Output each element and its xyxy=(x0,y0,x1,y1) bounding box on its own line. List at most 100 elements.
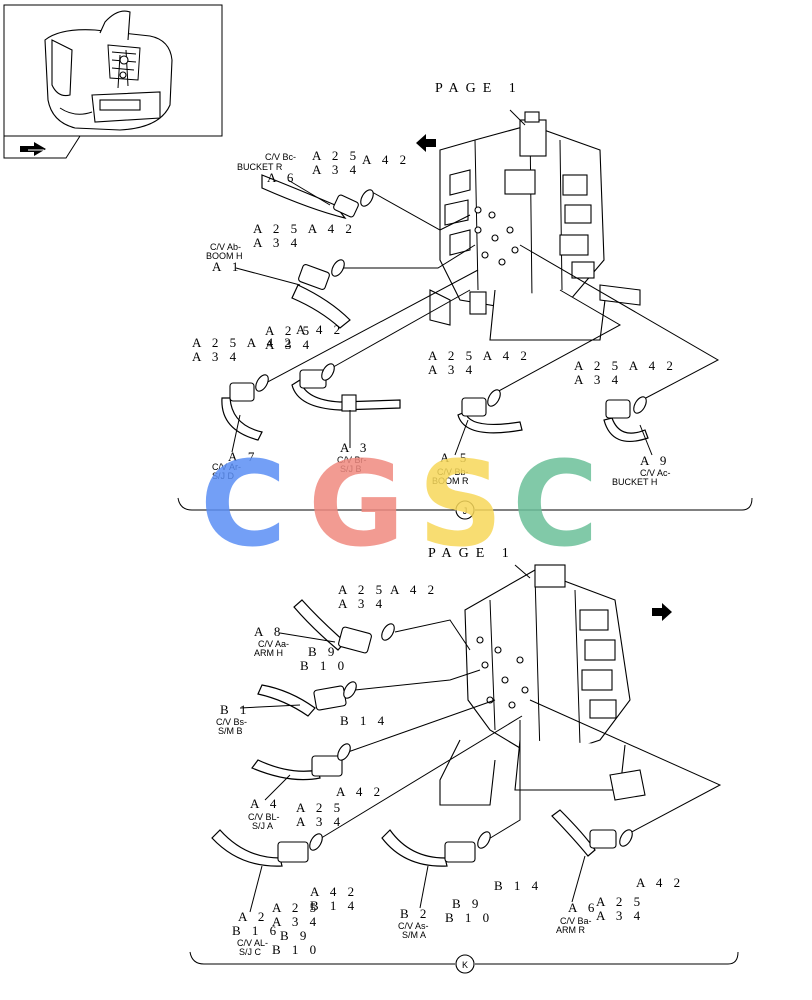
svg-text:S/J D: S/J D xyxy=(212,471,235,481)
hose-a2 xyxy=(211,829,323,867)
svg-text:A 3 4: A 3 4 xyxy=(338,596,386,611)
svg-text:C/V Br-: C/V Br- xyxy=(337,455,367,465)
page-ref-top[interactable]: PAGE 1 xyxy=(435,81,523,96)
section-marker-j: J xyxy=(463,506,468,516)
svg-text:A 3 4: A 3 4 xyxy=(296,814,344,829)
thumbnail-excavator-icon xyxy=(44,10,173,131)
svg-text:C/V As-: C/V As- xyxy=(398,921,429,931)
cgsc-watermark: C G S C xyxy=(200,435,599,573)
hose-a1 xyxy=(291,259,351,329)
page-ref-bottom[interactable]: PAGE 1 xyxy=(428,546,516,561)
svg-text:A 3 4: A 3 4 xyxy=(265,337,313,352)
section-bracket-k: K xyxy=(189,951,739,974)
svg-text:A 3 4: A 3 4 xyxy=(192,349,240,364)
svg-text:B 9: B 9 xyxy=(308,644,338,659)
svg-text:A 4 2: A 4 2 xyxy=(390,582,438,597)
label-a5: A 2 5 A 4 2 A 3 4 A 5 C/V Bb- BOOM R xyxy=(428,348,531,486)
svg-text:ARM H: ARM H xyxy=(254,648,283,658)
label-a6: C/V Bc- BUCKET R A 6 A 2 5 A 3 4 A 4 2 xyxy=(237,148,410,185)
svg-text:BOOM H: BOOM H xyxy=(206,251,243,261)
watermark-letter: S xyxy=(418,435,503,573)
hose-a4 xyxy=(251,743,351,781)
hose-b2 xyxy=(381,829,491,867)
svg-text:A 4 2: A 4 2 xyxy=(296,322,344,337)
thumbnail-panel[interactable] xyxy=(3,4,223,159)
svg-text:B 1 0: B 1 0 xyxy=(300,658,348,673)
svg-text:A 5: A 5 xyxy=(440,450,470,465)
svg-text:A 6: A 6 xyxy=(267,170,297,185)
svg-text:A 9: A 9 xyxy=(640,453,670,468)
arrow-right-icon xyxy=(652,603,672,621)
watermark-letter: C xyxy=(512,435,599,573)
svg-text:A 3 4: A 3 4 xyxy=(312,162,360,177)
svg-text:ARM R: ARM R xyxy=(556,925,586,935)
svg-text:A 3 4: A 3 4 xyxy=(253,235,301,250)
label-a4: A 4 2 A 2 5 A 3 4 A 4 C/V BL- S/J A xyxy=(248,784,384,831)
svg-text:B 1 0: B 1 0 xyxy=(445,910,493,925)
svg-text:A 4: A 4 xyxy=(250,796,280,811)
hose-a5 xyxy=(457,389,523,434)
svg-text:A 6: A 6 xyxy=(568,900,598,915)
hose-a9 xyxy=(603,396,649,442)
label-a3: A 2 5 A 4 2 A 3 4 A 3 C/V Br- S/J B xyxy=(265,322,367,474)
svg-text:S/J B: S/J B xyxy=(340,464,362,474)
svg-text:A 2 5: A 2 5 xyxy=(272,900,320,915)
svg-text:A 2 5: A 2 5 xyxy=(596,894,644,909)
svg-text:B 1 4: B 1 4 xyxy=(494,878,542,893)
svg-text:S/J C: S/J C xyxy=(239,947,262,957)
svg-text:A 2 5: A 2 5 xyxy=(296,800,344,815)
leader-lines-bottom xyxy=(317,564,722,841)
svg-text:C/V Bb-: C/V Bb- xyxy=(437,467,469,477)
label-a1: C/V Ab- BOOM H A 1 A 2 5 A 4 2 A 3 4 xyxy=(206,221,356,274)
control-valve-bottom xyxy=(439,564,646,806)
svg-text:A 2 5 A 4 2: A 2 5 A 4 2 xyxy=(574,358,677,373)
watermark-letter: G xyxy=(308,435,405,573)
svg-text:A 2 5 A 4 2: A 2 5 A 4 2 xyxy=(428,348,531,363)
svg-text:A 3 4: A 3 4 xyxy=(272,914,320,929)
section-marker-k: K xyxy=(462,960,468,970)
svg-text:C/V Bc-: C/V Bc- xyxy=(265,152,296,162)
label-a6b: A 4 2 A 2 5 A 3 4 A 6 C/V Ba- ARM R xyxy=(556,875,684,935)
svg-text:C/V Bs-: C/V Bs- xyxy=(216,717,247,727)
leader-lines-top xyxy=(261,109,720,401)
svg-text:A 2: A 2 xyxy=(238,909,268,924)
svg-text:A 7: A 7 xyxy=(228,449,258,464)
label-a9: A 2 5 A 4 2 A 3 4 A 9 C/V Ac- BUCKET H xyxy=(574,358,677,487)
svg-text:C/V AL-: C/V AL- xyxy=(237,938,268,948)
svg-text:A 4 2: A 4 2 xyxy=(310,884,358,899)
svg-text:B 1 4: B 1 4 xyxy=(340,713,388,728)
svg-text:A 4 2: A 4 2 xyxy=(362,152,410,167)
hose-a7 xyxy=(221,374,269,441)
svg-text:C/V Ba-: C/V Ba- xyxy=(560,916,592,926)
arrow-left-icon xyxy=(416,134,436,152)
svg-text:A 8: A 8 xyxy=(254,624,284,639)
svg-text:C/V Aa-: C/V Aa- xyxy=(258,639,289,649)
svg-text:A 2 5 A 4 2: A 2 5 A 4 2 xyxy=(253,221,356,236)
label-leaders-bottom xyxy=(239,632,586,913)
svg-text:S/J A: S/J A xyxy=(252,821,273,831)
hose-a6b xyxy=(551,809,633,857)
svg-text:A 3 4: A 3 4 xyxy=(574,372,622,387)
svg-text:A 4 2: A 4 2 xyxy=(636,875,684,890)
control-valve-top xyxy=(429,111,641,341)
svg-text:A 2 5: A 2 5 xyxy=(338,582,386,597)
svg-text:C/V BL-: C/V BL- xyxy=(248,812,280,822)
svg-text:A 3 4: A 3 4 xyxy=(596,908,644,923)
svg-text:C/V Ac-: C/V Ac- xyxy=(640,468,671,478)
svg-text:B 1 0: B 1 0 xyxy=(272,942,320,957)
label-a7: A 2 5 A 4 2 A 3 4 A 7 C/V Ar- S/J D xyxy=(192,335,295,481)
label-b2: B 1 4 B 9 B 1 0 B 2 C/V As- S/M A xyxy=(398,878,542,940)
svg-text:B 9: B 9 xyxy=(452,896,482,911)
svg-text:S/M B: S/M B xyxy=(218,726,243,736)
svg-text:A 1: A 1 xyxy=(212,259,242,274)
watermark-letter: C xyxy=(200,435,287,573)
svg-text:C/V Ab-: C/V Ab- xyxy=(210,242,241,252)
label-a8: A 2 5 A 3 4 A 4 2 A 8 C/V Aa- ARM H xyxy=(254,582,438,658)
hose-a8 xyxy=(293,599,395,654)
svg-text:A 4 2: A 4 2 xyxy=(336,784,384,799)
next-page-arrow-icon[interactable] xyxy=(20,142,46,156)
section-bracket-j: J xyxy=(177,497,753,520)
svg-text:A 2 5 A 4 2: A 2 5 A 4 2 xyxy=(192,335,295,350)
svg-text:BUCKET R: BUCKET R xyxy=(237,162,283,172)
